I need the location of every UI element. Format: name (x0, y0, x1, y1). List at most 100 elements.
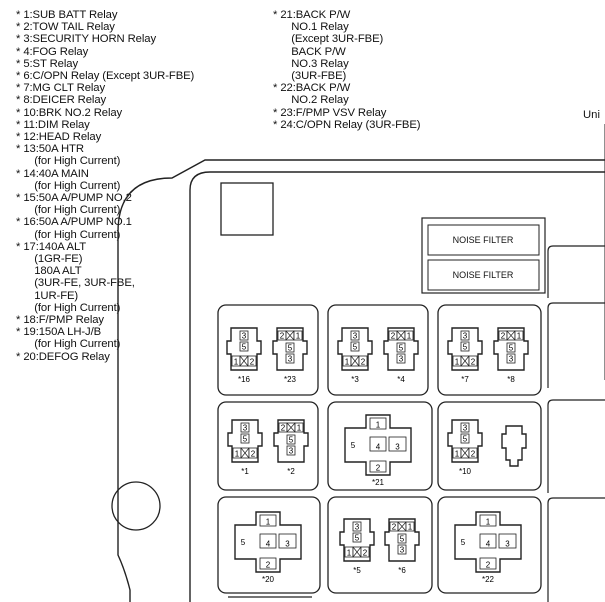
right-partial-box-2 (547, 302, 605, 388)
terminal-box (396, 353, 406, 364)
legend-left-item: * 1:SUB BATT Relay (16, 9, 118, 21)
terminal-box (352, 532, 362, 543)
pin-number: 2 (280, 332, 285, 341)
relay-label-1: *1 (241, 467, 249, 476)
terminal-box (240, 433, 250, 444)
pin-number: 5 (351, 441, 356, 450)
cross-line (240, 447, 250, 459)
relay-label-21: *21 (372, 478, 385, 487)
cross-line (350, 355, 360, 367)
legend-left-item: * 18:F/PMP Relay (16, 314, 104, 327)
legend-right-item: NO.1 Relay (273, 21, 349, 34)
cross-line (396, 330, 406, 341)
pin-number: 3 (509, 355, 514, 364)
legend-left-item: (1GR-FE) (16, 253, 83, 266)
legend-left-item: * 20:DEFOG Relay (16, 350, 110, 363)
relay-label-6: *6 (398, 566, 406, 575)
pin-number: 2 (363, 549, 368, 558)
noise-filter-box-2 (427, 259, 540, 291)
pin-number: 2 (251, 450, 256, 459)
legend-right-item: * 21:BACK P/W (273, 9, 351, 21)
pin-number: 5 (289, 436, 294, 445)
terminal-box (369, 460, 387, 473)
relay-label-10: *10 (459, 467, 472, 476)
pin-number: 2 (392, 523, 397, 532)
terminal-box (239, 330, 249, 341)
legend-left-item: * 2:TOW TAIL Relay (16, 21, 115, 34)
cross-line (460, 447, 470, 459)
terminal-box (239, 341, 249, 352)
pin-number: 2 (281, 424, 286, 433)
pin-number: 3 (399, 355, 404, 364)
legend-left-item: * 13:50A HTR (16, 143, 84, 156)
pin-number: 1 (376, 421, 381, 430)
terminal-box (479, 557, 497, 570)
pin-number: 3 (242, 332, 247, 341)
pin-number: 5 (242, 343, 247, 352)
terminal-box (278, 533, 297, 549)
legend-left-item: (for High Current) (16, 204, 121, 217)
legend-left-item: 1UR-FE) (16, 289, 79, 302)
cross-line (397, 521, 407, 532)
legend-left-item: * 14:40A MAIN (16, 167, 89, 180)
terminal-box (479, 514, 497, 527)
truncated-label: Uni (583, 109, 600, 121)
mini-relay-socket: 3 51 2*5 (339, 518, 375, 575)
terminal-box (360, 546, 370, 558)
pin-number: 3 (355, 523, 360, 532)
legend-left-item: * 11:DIM Relay (16, 118, 90, 131)
terminal-box (293, 330, 303, 341)
legend-right-item: BACK P/W (273, 45, 346, 58)
pin-number: 2 (471, 358, 476, 367)
pin-number: 4 (486, 540, 491, 549)
pin-number: 2 (361, 358, 366, 367)
pin-number: 3 (353, 332, 358, 341)
legend-left-item: (for High Current) (16, 338, 121, 351)
terminal-box (247, 355, 257, 367)
terminal-box (352, 521, 362, 532)
legend-right-item: (Except 3UR-FBE) (273, 33, 384, 46)
pin-number: 5 (355, 534, 360, 543)
legend-left-item: * 7:MG CLT Relay (16, 82, 106, 95)
pin-number: 3 (463, 424, 468, 433)
noise-filter-frame (421, 217, 546, 294)
pin-number: 5 (400, 535, 405, 544)
pin-number: 1 (347, 549, 352, 558)
pin-number: 2 (486, 561, 491, 570)
pin-number: 1 (517, 332, 522, 341)
legend-right-item: (3UR-FBE) (273, 70, 347, 83)
terminal-box (294, 422, 304, 433)
pin-number: 2 (471, 450, 476, 459)
relay-bay-5-6 (327, 496, 433, 594)
pin-number: 5 (243, 435, 248, 444)
right-partial-box-4 (547, 497, 605, 602)
pin-number: 1 (266, 518, 271, 527)
pin-number: 3 (395, 443, 400, 452)
pin-number: 3 (505, 540, 510, 549)
pin-number: 1 (297, 424, 302, 433)
legend-right-item: NO.3 Relay (273, 57, 349, 70)
terminal-box (350, 341, 360, 352)
legend-left-item: * 5:ST Relay (16, 57, 79, 70)
relay-label-5: *5 (353, 566, 361, 575)
legend-left-item: * 8:DEICER Relay (16, 94, 107, 107)
cross-line (506, 330, 516, 341)
blank-cavity (220, 182, 274, 236)
legend-left-item: * 4:FOG Relay (16, 45, 89, 58)
pin-number: 3 (463, 332, 468, 341)
terminal-box (285, 353, 295, 364)
pin-number: 5 (463, 435, 468, 444)
pin-number: 2 (501, 332, 506, 341)
legend-left-item: * 19:150A LH-J/B (16, 326, 102, 339)
cross-line (239, 355, 249, 367)
cross-line (286, 422, 296, 433)
